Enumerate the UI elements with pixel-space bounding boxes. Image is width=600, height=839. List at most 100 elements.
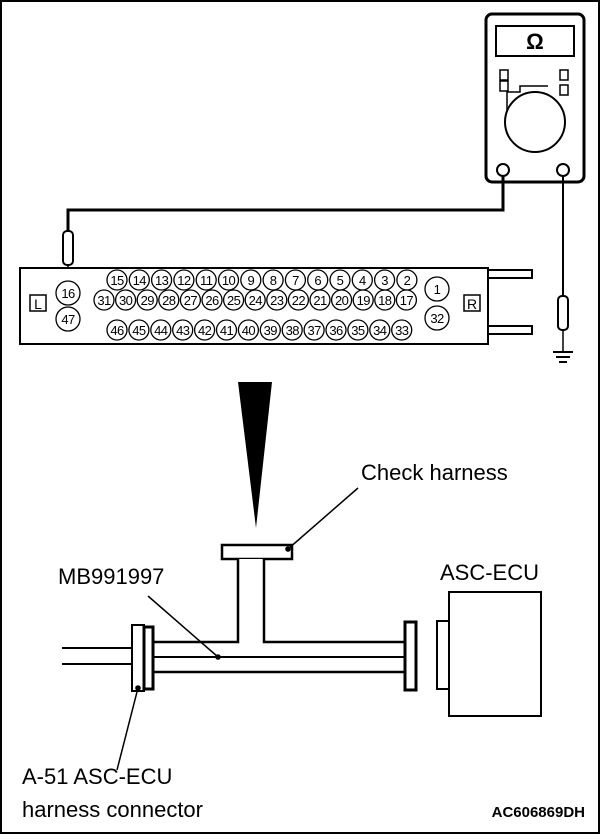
- pin-number: 18: [378, 293, 392, 308]
- meter-display: [495, 25, 575, 57]
- pin-circle: [201, 289, 223, 311]
- pin-number: 20: [335, 293, 349, 308]
- pin-number: 19: [357, 293, 371, 308]
- probe-tip-right: [557, 295, 569, 331]
- pin-number: 26: [205, 293, 219, 308]
- side-marker-left: [29, 294, 47, 312]
- pin-number: 32: [430, 311, 444, 326]
- pin-circle: [240, 269, 262, 291]
- pin-number: 1: [434, 282, 441, 297]
- meter-dial-icon: [504, 91, 566, 153]
- mb-tool-label: MB991997: [58, 564, 164, 589]
- pin-circle: [128, 319, 150, 341]
- pin-number: 31: [97, 293, 111, 308]
- harness-connector-outer: [131, 624, 145, 692]
- check-harness-label: Check harness: [361, 460, 508, 485]
- connector-label-line2: harness connector: [22, 797, 203, 822]
- ecu-connector: [436, 620, 450, 690]
- leader-mb-tool: [147, 595, 219, 658]
- side-label-left: L: [34, 296, 42, 312]
- side-marker-right: [463, 294, 481, 312]
- pin-circle: [369, 319, 391, 341]
- pin-circle: [424, 305, 450, 331]
- meter-switch-icon: [559, 84, 569, 96]
- pin-number: 6: [314, 273, 321, 288]
- pin-circle: [55, 306, 81, 332]
- down-arrow-icon: [238, 382, 272, 528]
- pin-number: 25: [227, 293, 241, 308]
- tool-ecu-side-plate: [403, 620, 418, 692]
- terminal-icon: [496, 163, 510, 177]
- pin-number: 47: [61, 312, 75, 327]
- pin-circle: [330, 289, 353, 311]
- pin-circle: [266, 289, 288, 311]
- pin-number: 34: [373, 323, 387, 338]
- pin-number: 37: [307, 323, 321, 338]
- pin-circle: [128, 269, 150, 291]
- connector-label-line1: A-51 ASC-ECU: [22, 764, 172, 789]
- pin-circle: [222, 289, 245, 311]
- pin-number: 28: [162, 293, 176, 308]
- pin-circle: [395, 289, 418, 311]
- pin-number: 4: [359, 273, 366, 288]
- pin-circle: [244, 289, 266, 311]
- meter-range-mark: [506, 85, 548, 110]
- leader-dot: [215, 654, 221, 660]
- pin-number: 44: [154, 323, 168, 338]
- ecu-body: [448, 591, 542, 717]
- pin-number: 40: [242, 323, 256, 338]
- pin-number: 17: [400, 293, 414, 308]
- pin-circle: [215, 319, 238, 341]
- figure-code: AC606869DH: [492, 804, 585, 821]
- pin-number: 30: [119, 293, 133, 308]
- pin-number: 15: [110, 273, 124, 288]
- pin-circle: [309, 289, 331, 311]
- meter-switch-icon: [499, 80, 509, 92]
- meter-switch-icon: [559, 69, 569, 81]
- pin-circle: [106, 269, 128, 291]
- pin-number: 23: [270, 293, 284, 308]
- harness-connector-plate: [142, 625, 155, 691]
- connector-tab: [488, 325, 533, 335]
- pin-number: 42: [198, 323, 212, 338]
- pin-circle: [352, 289, 374, 311]
- pin-circle: [325, 319, 347, 341]
- pin-number: 41: [220, 323, 234, 338]
- pin-circle: [55, 280, 81, 306]
- asc-ecu-label: ASC-ECU: [440, 560, 539, 585]
- pin-number: 16: [61, 286, 75, 301]
- pin-circle: [150, 319, 172, 341]
- pin-circle: [179, 289, 202, 311]
- pin-number: 38: [286, 323, 300, 338]
- ohmmeter: Ω: [484, 12, 586, 184]
- leader-harness-connector: [116, 687, 139, 771]
- connector-tab: [488, 269, 533, 279]
- pin-circle: [217, 269, 240, 291]
- pin-circle: [374, 289, 396, 311]
- leader-check-harness: [287, 487, 359, 550]
- check-harness-tool: [62, 543, 418, 692]
- pin-number: 43: [176, 323, 190, 338]
- pin-number: 45: [132, 323, 146, 338]
- pin-circle: [237, 319, 260, 341]
- pin-circle: [259, 319, 281, 341]
- pin-circle: [262, 269, 284, 291]
- pin-circle: [158, 289, 180, 311]
- pin-number: 8: [270, 273, 277, 288]
- pin-number: 3: [381, 273, 388, 288]
- pin-circle: [193, 319, 216, 341]
- pin-circle: [173, 269, 195, 291]
- pin-circle: [391, 319, 413, 341]
- t-branch-tube: [150, 559, 407, 674]
- pin-number: 14: [133, 273, 147, 288]
- pin-number: 46: [110, 323, 124, 338]
- pin-number: 5: [337, 273, 344, 288]
- pin-number: 22: [292, 293, 306, 308]
- pin-number: 36: [329, 323, 343, 338]
- pin-circle: [106, 319, 128, 341]
- ground-icon: [553, 330, 573, 363]
